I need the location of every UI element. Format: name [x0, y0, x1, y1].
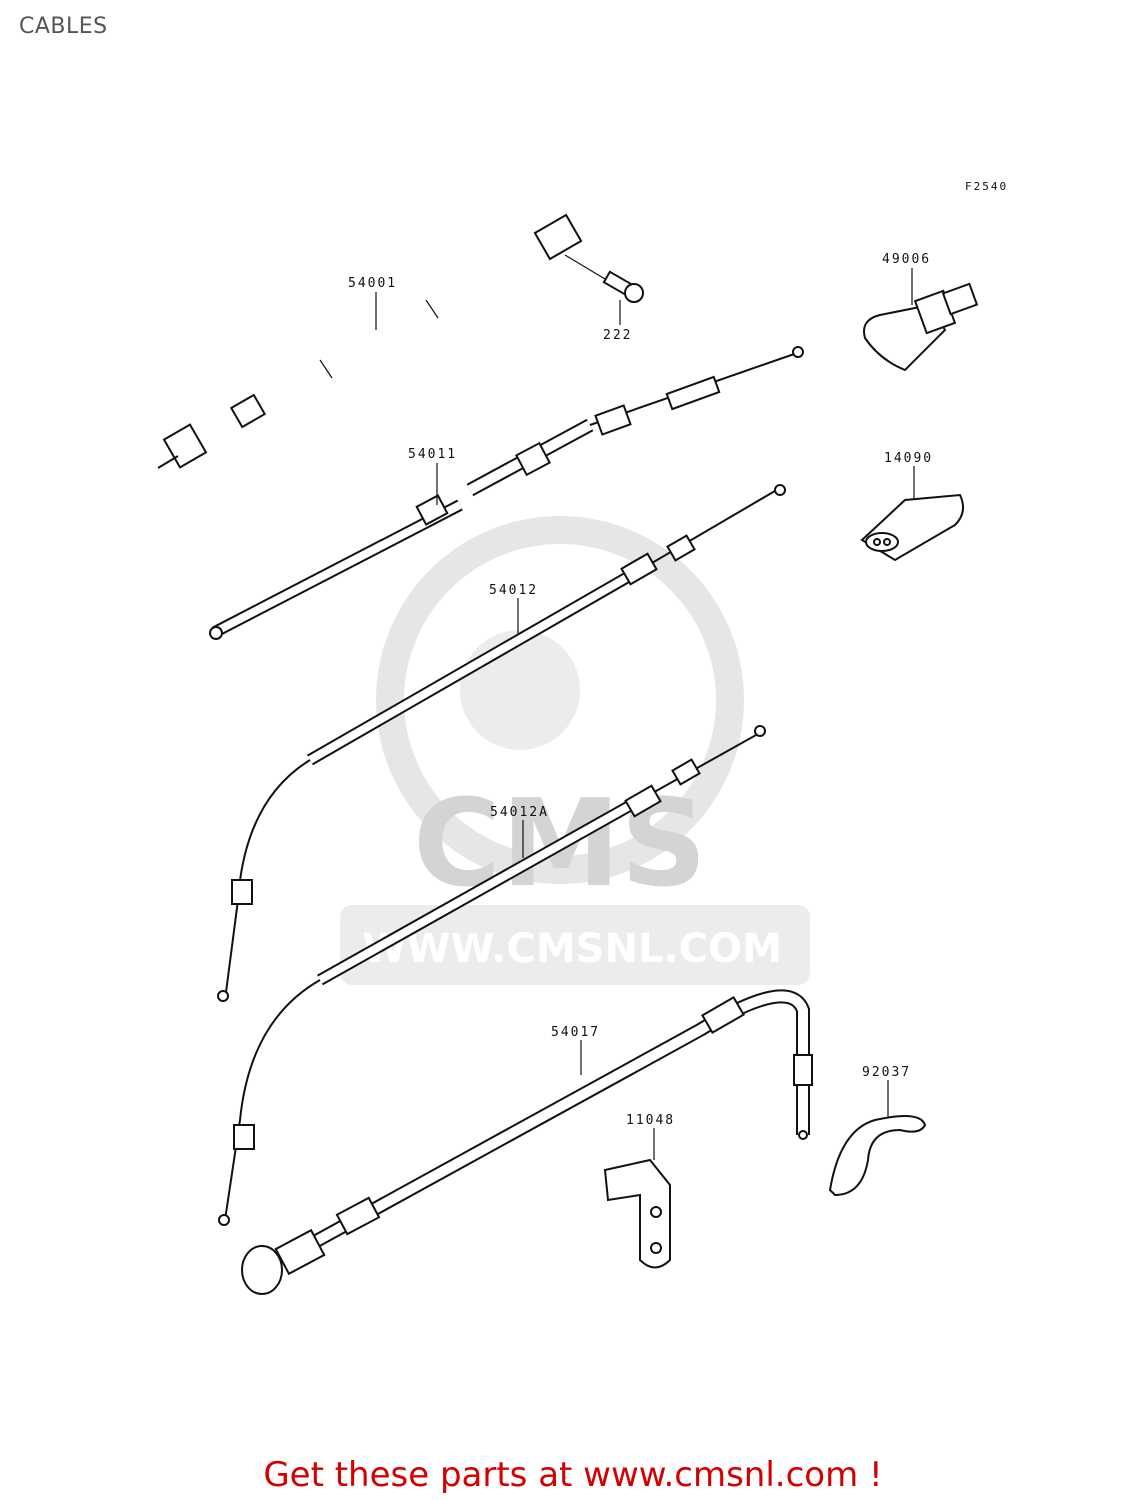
part-label-222: 222	[603, 328, 632, 343]
part-label-11048: 11048	[626, 1113, 675, 1128]
part-label-54011: 54011	[408, 447, 457, 462]
choke-cable[interactable]	[241, 989, 813, 1295]
screw[interactable]	[564, 254, 644, 303]
clip[interactable]	[828, 1115, 927, 1197]
cable-54012a[interactable]	[218, 725, 766, 1226]
throttle-cable[interactable]	[209, 346, 804, 640]
figure-code: F2540	[965, 180, 1008, 193]
part-label-54017: 54017	[551, 1025, 600, 1040]
part-label-49006: 49006	[882, 252, 931, 267]
part-label-14090: 14090	[884, 451, 933, 466]
page-title: CABLES	[19, 14, 108, 39]
speedometer-cable[interactable]	[157, 213, 583, 469]
watermark: CMS WWW.CMSNL.COM	[340, 516, 810, 985]
boot[interactable]	[863, 282, 979, 372]
watermark-url: WWW.CMSNL.COM	[362, 926, 782, 972]
part-label-54012: 54012	[489, 583, 538, 598]
part-label-54012a: 54012A	[490, 805, 549, 820]
bracket[interactable]	[603, 1158, 671, 1269]
part-label-54001: 54001	[348, 276, 397, 291]
part-label-92037: 92037	[862, 1065, 911, 1080]
connector[interactable]	[860, 493, 965, 562]
cable-54012[interactable]	[217, 484, 786, 1002]
footer-link[interactable]: Get these parts at www.cmsnl.com !	[263, 1455, 883, 1495]
